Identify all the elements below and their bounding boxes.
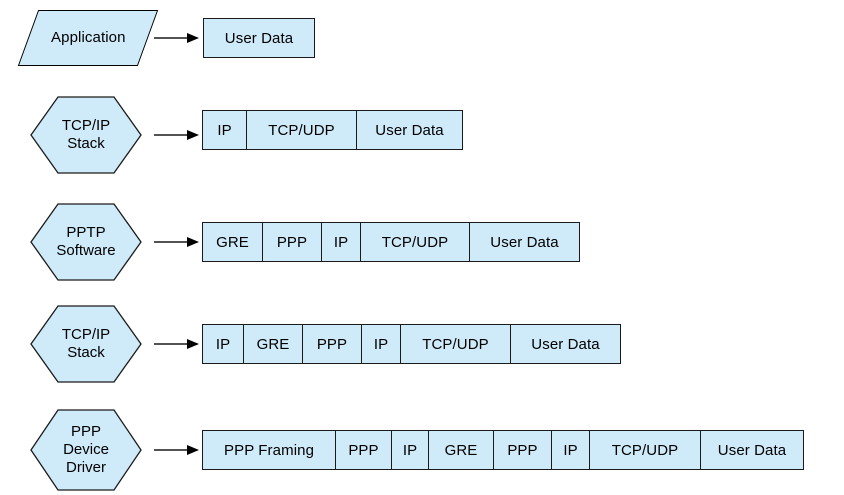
diagram-row-pptp-software: PPTP Software GRE PPP IP TCP/UDP User Da… (0, 200, 844, 305)
stage-label-text: PPTP Software (56, 224, 116, 259)
packet-bar-ppp-device-driver: PPP Framing PPP IP GRE PPP IP TCP/UDP Us… (202, 430, 804, 470)
packet-cell: GRE (429, 431, 494, 469)
packet-cell: TCP/UDP (401, 325, 511, 363)
packet-cell: GRE (244, 325, 303, 363)
stage-shape-ppp-device-driver: PPP Device Driver (30, 409, 142, 491)
packet-bar-tcpip-stack-1: IP TCP/UDP User Data (202, 110, 463, 150)
packet-cell: IP (392, 431, 429, 469)
packet-cell: IP (322, 223, 361, 261)
arrow-right-icon-ppp-device-driver (153, 440, 201, 460)
stage-label-text: TCP/IP Stack (61, 117, 111, 152)
stage-shape-application: Application (17, 10, 159, 66)
packet-cell: TCP/UDP (590, 431, 701, 469)
packet-cell: User Data (224, 29, 294, 47)
arrow-right-icon-tcpip-stack-2 (153, 334, 201, 354)
packet-bar-application: User Data (203, 18, 315, 58)
diagram-row-tcpip-stack-2: TCP/IP Stack IP GRE PPP IP TCP/UDP User … (0, 303, 844, 410)
stage-shape-tcpip-stack-1: TCP/IP Stack (30, 96, 142, 174)
packet-cell: PPP Framing (203, 431, 336, 469)
packet-cell: User Data (717, 441, 787, 459)
packet-cell: TCP/UDP (361, 223, 470, 261)
stage-shape-tcpip-stack-2: TCP/IP Stack (30, 305, 142, 383)
arrow-right-icon-application (153, 28, 201, 48)
packet-cell: IP (203, 325, 244, 363)
stage-label-ppp-device-driver: PPP Device Driver (30, 409, 142, 491)
packet-cell: PPP (494, 431, 552, 469)
stage-label-text: PPP Device Driver (63, 423, 109, 476)
arrow-right-icon-pptp-software (153, 232, 201, 252)
diagram-row-tcpip-stack-1: TCP/IP Stack IP TCP/UDP User Data (0, 95, 844, 200)
packet-cell: PPP (303, 325, 362, 363)
stage-label-text: TCP/IP Stack (61, 326, 111, 361)
stage-label-tcpip-stack-2: TCP/IP Stack (30, 305, 142, 383)
arrow-right-icon-tcpip-stack-1 (153, 125, 201, 145)
packet-cell: IP (203, 111, 247, 149)
diagram-row-application: Application User Data (0, 0, 844, 95)
packet-bar-tcpip-stack-2: IP GRE PPP IP TCP/UDP User Data (202, 324, 621, 364)
hexagon-icon (30, 96, 142, 174)
packet-bar-pptp-software: GRE PPP IP TCP/UDP User Data (202, 222, 580, 262)
packet-cell: IP (552, 431, 590, 469)
stage-label-application: Application (50, 29, 126, 47)
hexagon-icon (30, 305, 142, 383)
packet-cell: User Data (531, 335, 600, 353)
stage-label-pptp-software: PPTP Software (30, 203, 142, 281)
hexagon-icon (30, 203, 142, 281)
packet-cell: IP (362, 325, 401, 363)
packet-cell: User Data (490, 233, 559, 251)
stage-shape-pptp-software: PPTP Software (30, 203, 142, 281)
diagram-row-ppp-device-driver: PPP Device Driver PPP Framing PPP IP GRE… (0, 408, 844, 495)
stage-label-tcpip-stack-1: TCP/IP Stack (30, 96, 142, 174)
packet-cell: User Data (375, 121, 444, 139)
packet-cell: TCP/UDP (247, 111, 357, 149)
hexagon-icon (30, 409, 142, 491)
packet-cell: PPP (336, 431, 392, 469)
packet-cell: PPP (263, 223, 322, 261)
packet-cell: GRE (203, 223, 263, 261)
